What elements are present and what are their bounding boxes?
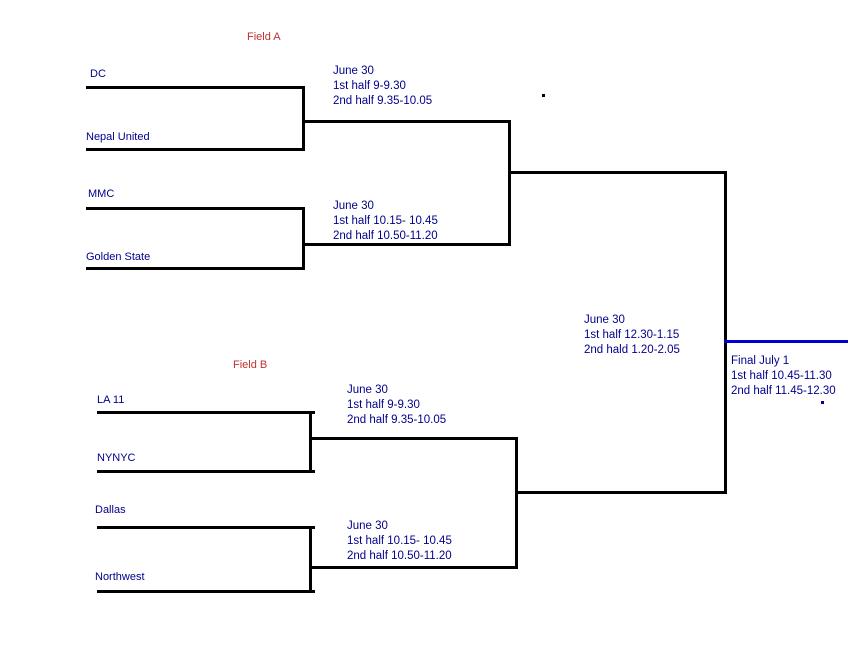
team-line-dallas <box>97 526 315 529</box>
match-date: June 30 <box>333 65 374 77</box>
advance-line-a-quarter-2 <box>305 243 511 246</box>
team-label-dallas: Dallas <box>95 504 126 516</box>
connector-a-quarter-1 <box>302 86 305 151</box>
artifact-dot-lower <box>821 401 824 404</box>
match-info-a-quarter-2: June 30 1st half 10.15- 10.45 2nd half 1… <box>333 199 438 244</box>
connector-b-quarter-1 <box>309 411 312 473</box>
match-second-half: 2nd half 11.45-12.30 <box>731 385 836 397</box>
team-line-nynyc <box>97 470 315 473</box>
match-second-half: 2nd half 10.50-11.20 <box>347 550 452 562</box>
advance-line-a-quarter-1 <box>305 120 511 123</box>
team-line-mmc <box>86 207 305 210</box>
match-date: June 30 <box>584 314 625 326</box>
connector-b-quarter-2 <box>309 526 312 593</box>
advance-line-b-quarter-2 <box>312 566 518 569</box>
team-line-la-11 <box>97 411 315 414</box>
connector-b-semifinal <box>515 437 518 569</box>
match-first-half: 1st half 10.15- 10.45 <box>347 535 452 547</box>
team-line-golden-state <box>86 267 305 270</box>
match-info-semifinal: June 30 1st half 12.30-1.15 2nd hald 1.2… <box>584 313 680 358</box>
field-b-label: Field B <box>233 359 268 371</box>
match-date: June 30 <box>347 384 388 396</box>
match-second-half: 2nd hald 1.20-2.05 <box>584 344 680 356</box>
team-label-dc: DC <box>90 68 106 80</box>
match-second-half: 2nd half 9.35-10.05 <box>347 414 447 426</box>
team-label-la-11: LA 11 <box>97 394 125 406</box>
match-first-half: 1st half 10.15- 10.45 <box>333 215 438 227</box>
match-second-half: 2nd half 9.35-10.05 <box>333 95 433 107</box>
connector-a-quarter-2 <box>302 207 305 270</box>
match-info-final: Final July 1 1st half 10.45-11.30 2nd ha… <box>731 354 836 399</box>
match-first-half: 1st half 9-9.30 <box>333 80 406 92</box>
team-line-dc <box>86 86 305 89</box>
team-label-mmc: MMC <box>88 188 115 200</box>
match-info-b-quarter-1: June 30 1st half 9-9.30 2nd half 9.35-10… <box>347 383 446 428</box>
connector-final <box>724 171 727 494</box>
match-date: June 30 <box>347 520 388 532</box>
team-line-northwest <box>97 590 315 593</box>
team-label-golden-state: Golden State <box>86 251 151 263</box>
match-date: June 30 <box>333 200 374 212</box>
final-winner-line <box>724 340 848 343</box>
artifact-dot-upper <box>542 94 545 97</box>
advance-line-semifinal-top <box>508 171 727 174</box>
connector-a-semifinal <box>508 120 511 246</box>
match-first-half: 1st half 10.45-11.30 <box>731 370 832 382</box>
advance-line-b-quarter-1 <box>312 437 518 440</box>
match-first-half: 1st half 9-9.30 <box>347 399 420 411</box>
team-label-nepal-united: Nepal United <box>86 131 150 143</box>
field-a-label: Field A <box>247 31 281 43</box>
team-line-nepal-united <box>86 148 305 151</box>
match-second-half: 2nd half 10.50-11.20 <box>333 230 438 242</box>
match-info-b-quarter-2: June 30 1st half 10.15- 10.45 2nd half 1… <box>347 519 452 564</box>
team-label-northwest: Northwest <box>95 571 145 583</box>
team-label-nynyc: NYNYC <box>97 452 136 464</box>
match-first-half: 1st half 12.30-1.15 <box>584 329 680 341</box>
advance-line-semifinal-bottom <box>515 491 727 494</box>
match-date: Final July 1 <box>731 355 790 367</box>
match-info-a-quarter-1: June 30 1st half 9-9.30 2nd half 9.35-10… <box>333 64 432 109</box>
